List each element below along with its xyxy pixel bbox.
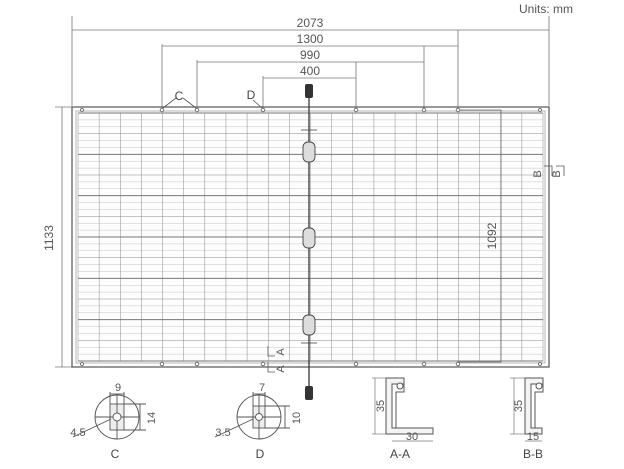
section-bb-profile [524, 377, 544, 435]
detail-d-label: D [256, 447, 265, 461]
detail-c-drawing [72, 392, 146, 440]
dim-inner-span: 1092 [485, 222, 499, 249]
callout-c: C [175, 89, 184, 103]
section-aa-height-dim: 35 [375, 400, 387, 412]
callout-d: D [247, 88, 256, 102]
section-bb-height-dim: 35 [513, 400, 525, 412]
detail-d-side-dim: 10 [291, 412, 303, 424]
left-dimension [55, 106, 72, 368]
detail-d-left-dim: 3.5 [215, 427, 230, 439]
dim-mount-outer: 1300 [297, 32, 324, 46]
section-bb-width-dim: 15 [527, 431, 539, 443]
dim-overall-width: 1133 [42, 225, 56, 251]
detail-c-side-dim: 14 [146, 412, 158, 424]
section-aa-width-dim: 30 [406, 431, 418, 443]
section-a-marker-bottom: A [275, 365, 287, 373]
dim-mount-mid: 990 [300, 48, 320, 62]
section-b-marker-right: B [551, 170, 563, 177]
dim-overall-length: 2073 [297, 16, 324, 30]
detail-c-left-dim: 4.5 [70, 427, 85, 439]
detail-d-drawing [214, 392, 290, 440]
solar-panel-front-view [71, 84, 550, 400]
section-aa-label: A-A [390, 447, 410, 461]
section-bb-label: B-B [523, 447, 543, 461]
detail-d-top-dim: 7 [259, 382, 265, 394]
units-label: Units: mm [519, 2, 573, 16]
detail-c-top-dim: 9 [115, 382, 121, 394]
section-aa-profile [385, 377, 434, 435]
dim-mount-inner: 400 [300, 64, 320, 78]
section-b-marker-left: B [532, 170, 544, 177]
detail-c-label: C [111, 447, 120, 461]
section-a-marker-top: A [275, 348, 287, 356]
top-dimensions [71, 16, 550, 108]
